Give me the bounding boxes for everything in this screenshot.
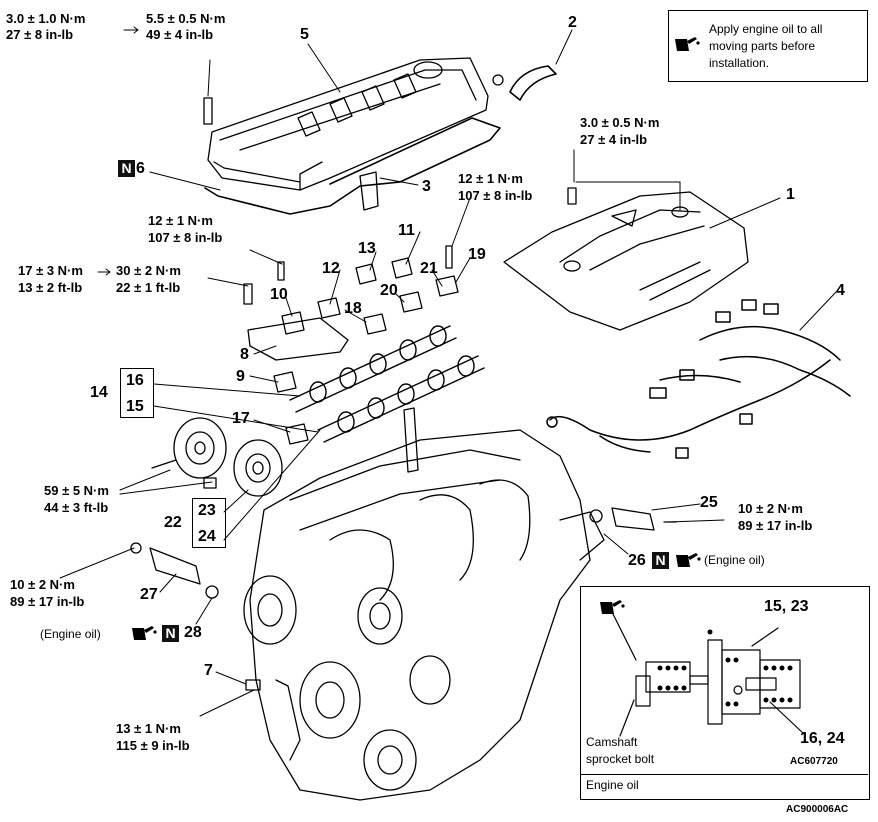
note-line-1: Apply engine oil to all	[709, 22, 823, 36]
oil-can-icon	[675, 37, 700, 51]
bearing-caps-drawing	[243, 245, 459, 445]
oil-can-icon	[132, 626, 157, 640]
group-bracket-22	[192, 498, 226, 548]
part-label-18: 18	[344, 300, 362, 317]
torque-19-in: 107 ± 8 in-lb	[458, 188, 533, 203]
part-label-14: 14	[90, 384, 108, 401]
part-label-24: 24	[198, 528, 216, 545]
camshaft-drawing	[289, 325, 485, 443]
torque-5-before-in: 27 ± 8 in-lb	[6, 27, 74, 42]
wiring-harness-drawing	[546, 299, 851, 459]
torque-27-in: 89 ± 17 in-lb	[10, 594, 85, 609]
new-part-n-icon: N	[162, 625, 179, 642]
inset-detail-box	[580, 586, 870, 800]
engine-oil-note-28: (Engine oil)	[40, 627, 101, 641]
torque-25-nm: 10 ± 2 N·m	[738, 501, 803, 516]
part-label-8: 8	[240, 346, 249, 363]
figure-code: AC900006AC	[786, 804, 849, 815]
oil-can-icon	[600, 600, 625, 614]
inset-bolt-label-1: Camshaft	[586, 735, 638, 749]
part-label-22: 22	[164, 514, 182, 531]
inset-drawing	[611, 611, 805, 737]
inset-divider	[580, 774, 868, 775]
oil-can-icon	[676, 553, 701, 567]
leader-lines	[59, 26, 837, 717]
torque-sprocket-nm: 59 ± 5 N·m	[44, 483, 109, 498]
rocker-cover-drawing	[207, 57, 489, 191]
note-box: Apply engine oil to all moving parts bef…	[668, 10, 868, 82]
torque-1-in: 27 ± 4 in-lb	[580, 132, 648, 147]
torque-5-after-nm: 5.5 ± 0.5 N·m	[146, 11, 226, 26]
engine-cover-drawing	[503, 191, 749, 331]
bracket-drawing	[359, 171, 379, 211]
torque-7-nm: 13 ± 1 N·m	[116, 721, 181, 736]
torque-27-nm: 10 ± 2 N·m	[10, 577, 75, 592]
inset-oil-dots	[657, 629, 793, 707]
part-label-19: 19	[468, 246, 486, 263]
torque-8-before-ft: 13 ± 2 ft-lb	[18, 280, 83, 295]
part-label-5: 5	[300, 26, 309, 43]
torque-10-in: 107 ± 8 in-lb	[148, 230, 223, 245]
sprockets-drawing	[151, 417, 283, 497]
torque-8-before-nm: 17 ± 3 N·m	[18, 263, 83, 278]
inset-bolt-label-2: sprocket bolt	[586, 752, 655, 766]
part-label-20: 20	[380, 282, 398, 299]
note-line-2: moving parts before	[709, 39, 816, 53]
torque-5-before-nm: 3.0 ± 1.0 N·m	[6, 11, 86, 26]
part-label-27: 27	[140, 586, 158, 603]
part-label-26: 26	[628, 552, 646, 569]
part-label-25: 25	[700, 494, 718, 511]
part-label-9: 9	[236, 368, 245, 385]
engine-oil-note-26: (Engine oil)	[704, 553, 765, 567]
part-label-13: 13	[358, 240, 376, 257]
inset-footer: Engine oil	[586, 778, 639, 792]
torque-8-after-nm: 30 ± 2 N·m	[116, 263, 181, 278]
engine-block-drawing	[243, 407, 605, 801]
part-label-15: 15	[126, 398, 144, 415]
part-label-7: 7	[204, 662, 213, 679]
part-label-17: 17	[232, 410, 250, 427]
inset-code: AC607720	[790, 756, 838, 767]
new-part-n-icon: N	[652, 552, 669, 569]
part-label-1: 1	[786, 186, 795, 203]
part-label-10: 10	[270, 286, 288, 303]
part-label-23: 23	[198, 502, 216, 519]
inset-label-16-24: 16, 24	[800, 730, 845, 747]
part-label-6: 6	[136, 160, 145, 177]
torque-10-nm: 12 ± 1 N·m	[148, 213, 213, 228]
part-label-11: 11	[398, 222, 415, 239]
inset-label-15-23: 15, 23	[764, 598, 809, 615]
part-label-2: 2	[568, 14, 577, 31]
new-part-n-icon: N	[118, 160, 135, 177]
torque-5-after-in: 49 ± 4 in-lb	[146, 27, 214, 42]
part-label-16: 16	[126, 372, 144, 389]
note-line-3: installation.	[709, 56, 770, 70]
group-bracket-14	[120, 368, 154, 418]
breather-hose-drawing	[509, 65, 557, 101]
part-label-28: 28	[184, 624, 202, 641]
torque-7-in: 115 ± 9 in-lb	[116, 738, 190, 753]
torque-25-in: 89 ± 17 in-lb	[738, 518, 813, 533]
gasket-drawing	[204, 117, 501, 215]
part-label-3: 3	[422, 178, 431, 195]
part-label-12: 12	[322, 260, 340, 277]
torque-8-after-ft: 22 ± 1 ft-lb	[116, 280, 181, 295]
torque-19-nm: 12 ± 1 N·m	[458, 171, 523, 186]
torque-sprocket-ft: 44 ± 3 ft-lb	[44, 500, 109, 515]
torque-1-nm: 3.0 ± 0.5 N·m	[580, 115, 660, 130]
part-label-21: 21	[420, 260, 438, 277]
part-label-4: 4	[836, 282, 845, 299]
